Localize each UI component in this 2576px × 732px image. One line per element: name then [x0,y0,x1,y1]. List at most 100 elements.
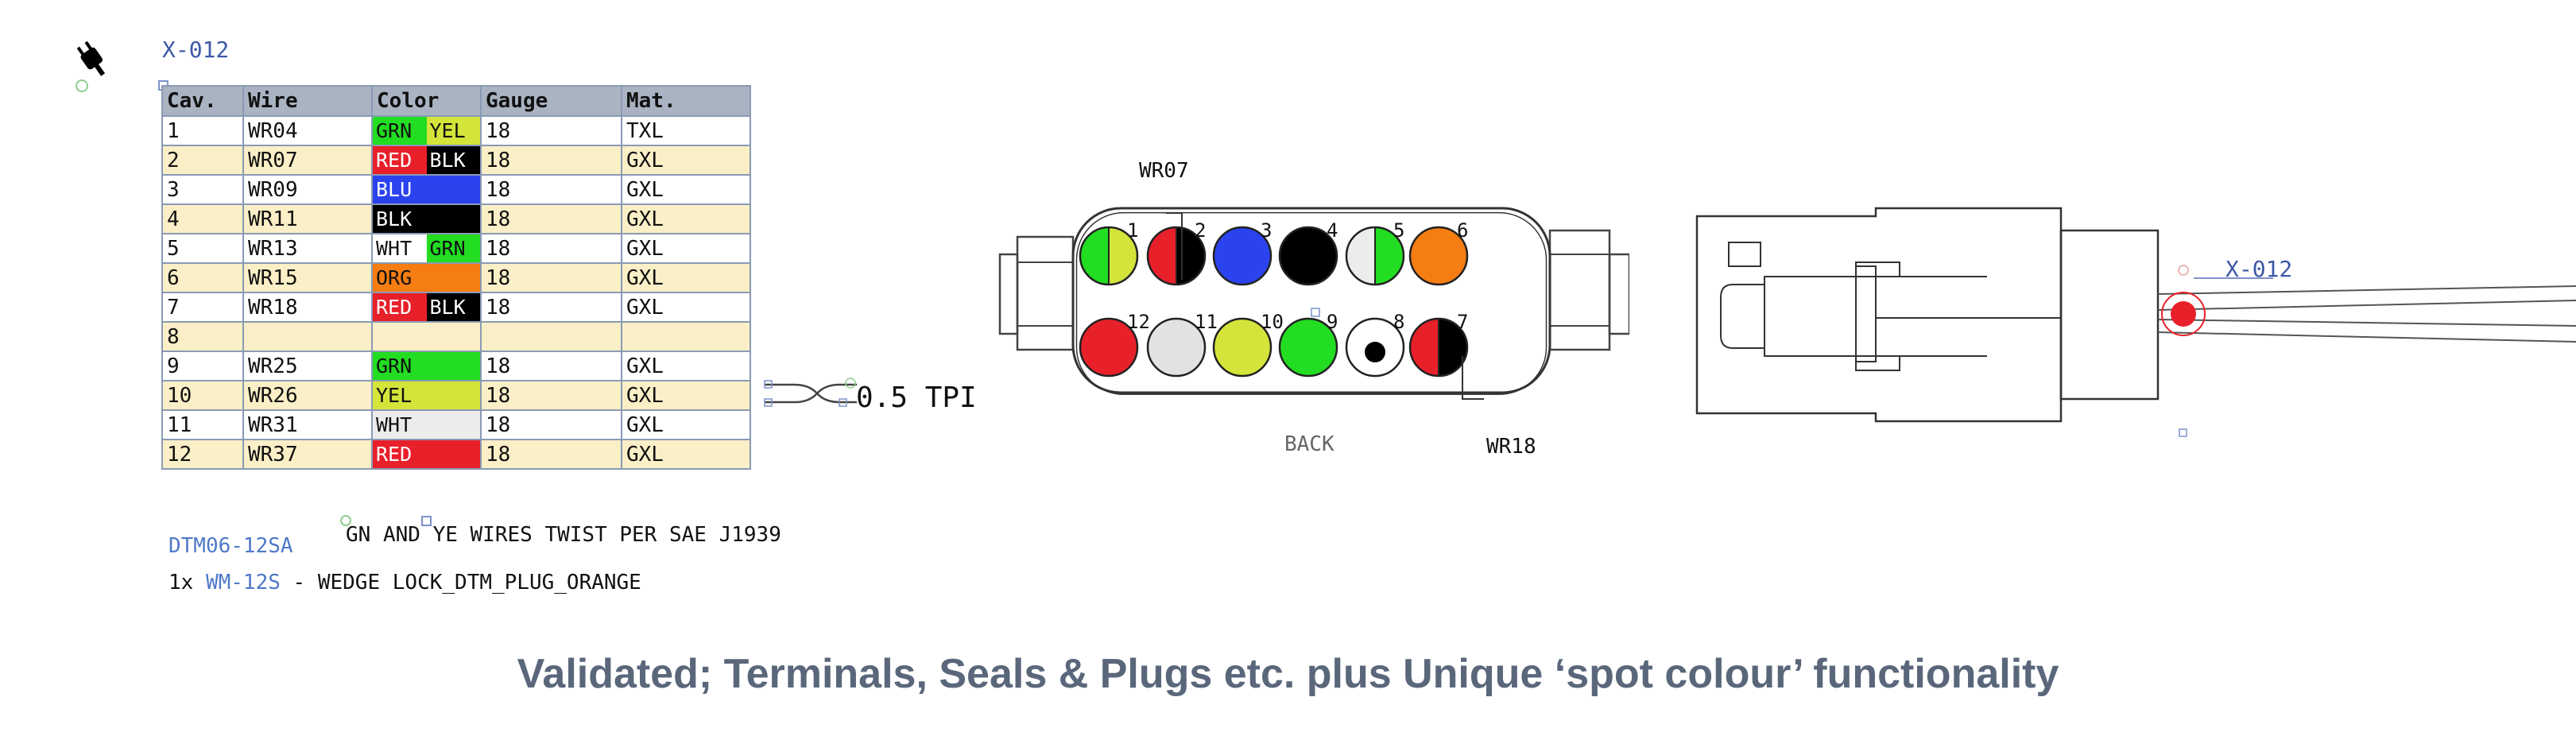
cavity-number-label: 6 [1457,219,1468,242]
cell-wire: WR13 [242,233,373,264]
cell-cavity: 6 [161,262,244,293]
anchor-marker [76,79,88,92]
cell-gauge: 18 [480,292,622,323]
cell-material: GXL [621,292,751,323]
cell-material: GXL [621,233,751,264]
color-swatch: YEL [373,381,480,409]
cell-wire [242,321,373,352]
twist-note: GN AND YE WIRES TWIST PER SAE J1939 [346,523,781,547]
cell-material: GXL [621,174,751,205]
cell-cavity: 3 [161,174,244,205]
cell-wire: WR15 [242,262,373,293]
callout-top-label: WR07 [1139,159,1189,183]
color-swatch: RED [373,440,480,468]
cell-cavity: 4 [161,203,244,234]
cell-gauge: 18 [480,203,622,234]
cell-gauge: 18 [480,439,622,470]
anchor-marker [340,515,351,526]
cell-cavity: 11 [161,409,244,440]
cell-wire: WR37 [242,439,373,470]
header-mat: Mat. [621,85,751,117]
cell-cavity: 8 [161,321,244,352]
table-row: 8 [161,321,751,352]
cell-color: ORG [371,262,482,293]
connector-title: X-012 [162,37,230,63]
cavity-number-label: 2 [1195,219,1206,242]
cavity-pin-6 [1408,226,1469,286]
connector-part-number: DTM06-12SA [169,534,293,558]
cell-material: GXL [621,409,751,440]
header-color: Color [371,85,482,117]
header-cav: Cav. [161,85,244,117]
cell-material: GXL [621,439,751,470]
cavity-pin-7 [1408,317,1469,378]
cavity-number-label: 1 [1127,219,1138,242]
cell-gauge: 18 [480,351,622,381]
accessory-qty: 1x [169,571,194,595]
cell-cavity: 7 [161,292,244,323]
cell-cavity: 5 [161,233,244,264]
color-swatch: ORG [373,264,480,292]
cell-gauge: 18 [480,262,622,293]
cavity-number-label: 3 [1261,219,1272,242]
cavity-pin-10 [1212,317,1273,378]
cell-cavity: 9 [161,351,244,381]
cell-gauge: 18 [480,115,622,146]
callout-bottom-label: WR18 [1486,435,1536,459]
color-swatch: BLU [373,176,480,203]
face-view-label: BACK [1284,432,1334,456]
cell-wire: WR26 [242,380,373,411]
cell-color: RED [371,439,482,470]
header-wire: Wire [242,85,373,117]
accessory-line: 1x WM-12S - WEDGE LOCK_DTM_PLUG_ORANGE [169,571,641,595]
color-swatch: WHT [373,411,480,439]
cell-wire: WR04 [242,115,373,146]
cell-cavity: 12 [161,439,244,470]
cell-color: BLK [371,203,482,234]
color-swatch: RED [373,293,427,321]
cavity-pin-1 [1079,226,1139,286]
cell-wire: WR25 [242,351,373,381]
cell-gauge [480,321,622,352]
cell-cavity: 2 [161,145,244,176]
cell-wire: WR09 [242,174,373,205]
cell-cavity: 1 [161,115,244,146]
color-swatch: BLK [426,146,480,174]
color-swatch: YEL [426,117,480,145]
header-gauge: Gauge [480,85,622,117]
cell-color: GRN [371,351,482,381]
cavity-pin-3 [1212,226,1273,286]
twist-symbol [763,374,858,413]
cavity-pin-12 [1079,317,1139,378]
connector-side-view [1695,207,2576,437]
cavity-number-label: 8 [1393,311,1404,333]
side-view-label: X-012 [2225,256,2293,282]
cell-color: YEL [371,380,482,411]
cell-material: GXL [621,380,751,411]
accessory-desc: - WEDGE LOCK_DTM_PLUG_ORANGE [280,571,641,595]
color-swatch: GRN [373,352,480,380]
cavity-number-label: 11 [1195,311,1218,333]
cell-gauge: 18 [480,145,622,176]
cavity-pin-8 [1345,317,1405,378]
accessory-part: WM-12S [205,571,281,595]
table-header-row: Cav. Wire Color Gauge Mat. [161,85,751,117]
cavity-number-label: 5 [1393,219,1404,242]
cell-material: GXL [621,145,751,176]
cell-material: TXL [621,115,751,146]
cell-gauge: 18 [480,233,622,264]
